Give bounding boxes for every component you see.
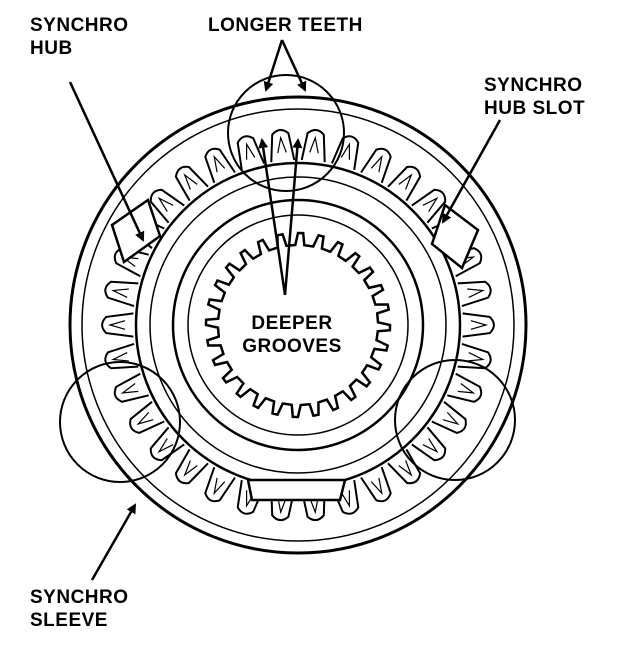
- hub-bore-ring: [187, 214, 409, 436]
- sleeve-tooth-notch: [111, 352, 129, 362]
- sleeve-tooth: [204, 147, 236, 184]
- sleeve-tooth: [174, 448, 209, 485]
- sleeve-tooth-notch: [107, 320, 126, 330]
- arrow-longer-teeth-left: [263, 39, 284, 92]
- sleeve-tooth-notch: [213, 477, 226, 496]
- sleeve-tooth: [387, 165, 422, 202]
- sleeve-tooth-notch: [398, 173, 413, 190]
- sleeve-tooth: [204, 466, 236, 503]
- sleeve-tooth-notch: [183, 173, 198, 190]
- sleeve-tooth: [330, 135, 360, 171]
- sleeve-tooth: [113, 372, 149, 403]
- label-deeper-grooves: DEEPER GROOVES: [242, 313, 342, 357]
- sleeve-tooth-notch: [470, 320, 489, 330]
- sleeve-tooth: [104, 280, 139, 308]
- sleeve-tooth: [129, 401, 165, 434]
- arrow-deeper-grooves-right: [283, 138, 303, 296]
- sleeve-tooth: [447, 372, 483, 403]
- sleeve-tooth: [104, 342, 139, 370]
- sleeve-tooth-notch: [309, 135, 319, 154]
- hub-middle-ring: [149, 176, 447, 474]
- sleeve-tooth-notch: [183, 460, 198, 477]
- sleeve-tooth-notch: [213, 154, 226, 173]
- highlight-circle-right: [394, 359, 516, 481]
- sleeve-tooth: [360, 466, 392, 503]
- arrow-deeper-grooves-left: [258, 138, 287, 296]
- sleeve-tooth-notch: [111, 288, 129, 298]
- sleeve-tooth-notch: [467, 288, 485, 298]
- sleeve-tooth: [387, 448, 422, 485]
- sleeve-tooth-notch: [398, 460, 413, 477]
- hub-inner-ring: [171, 198, 425, 452]
- arrow-synchro-hub-slot: [441, 119, 502, 224]
- label-synchro-hub-slot: SYNCHRO HUB SLOT: [484, 75, 586, 119]
- highlight-circle-top: [227, 74, 345, 192]
- sleeve-tooth-notch: [157, 438, 174, 454]
- sleeve-tooth-notch: [120, 383, 139, 394]
- sleeve-tooth-notch: [457, 383, 476, 394]
- arrow-synchro-sleeve: [90, 503, 137, 581]
- sleeve-outer-ring: [68, 95, 528, 555]
- sleeve-tooth: [101, 312, 134, 338]
- sleeve-tooth-notch: [370, 154, 383, 173]
- sleeve-tooth-notch: [157, 196, 174, 212]
- spline-profile: [204, 231, 392, 419]
- sleeve-tooth: [174, 165, 209, 202]
- hub-slot-bottom: [246, 478, 347, 502]
- arrow-synchro-hub: [68, 81, 145, 242]
- sleeve-tooth: [457, 280, 492, 308]
- sleeve-tooth-notch: [246, 142, 256, 160]
- sleeve-tooth: [149, 188, 185, 224]
- sleeve-tooth-notch: [136, 411, 154, 426]
- label-synchro-sleeve: SYNCHRO SLEEVE: [30, 587, 129, 631]
- sleeve-tooth: [411, 426, 447, 462]
- sleeve-tooth: [462, 312, 495, 338]
- sleeve-tooth-notch: [422, 438, 439, 454]
- sleeve-tooth-notch: [340, 490, 350, 508]
- internal-spline-teeth: [204, 231, 392, 419]
- label-synchro-hub: SYNCHRO HUB: [30, 15, 129, 59]
- sleeve-inner-ring: [81, 108, 515, 542]
- sleeve-tooth-notch: [277, 135, 287, 154]
- sleeve-tooth: [431, 401, 467, 434]
- sleeve-tooth: [270, 128, 296, 163]
- sleeve-tooth-notch: [467, 352, 485, 362]
- sleeve-tooth-notch: [370, 477, 383, 496]
- sleeve-tooth: [457, 342, 492, 370]
- sleeve-tooth-notch: [277, 496, 287, 515]
- arrow-longer-teeth-right: [280, 39, 307, 92]
- sleeve-tooth-notch: [309, 496, 319, 515]
- sleeve-tooth: [236, 135, 266, 171]
- sleeve-tooth: [300, 128, 326, 163]
- sleeve-tooth-notch: [422, 196, 439, 212]
- highlight-circle-left: [59, 361, 181, 483]
- sleeve-tooth-notch: [442, 411, 460, 426]
- sleeve-tooth-notch: [340, 142, 350, 160]
- label-longer-teeth: LONGER TEETH: [208, 15, 363, 36]
- sleeve-tooth: [360, 147, 392, 184]
